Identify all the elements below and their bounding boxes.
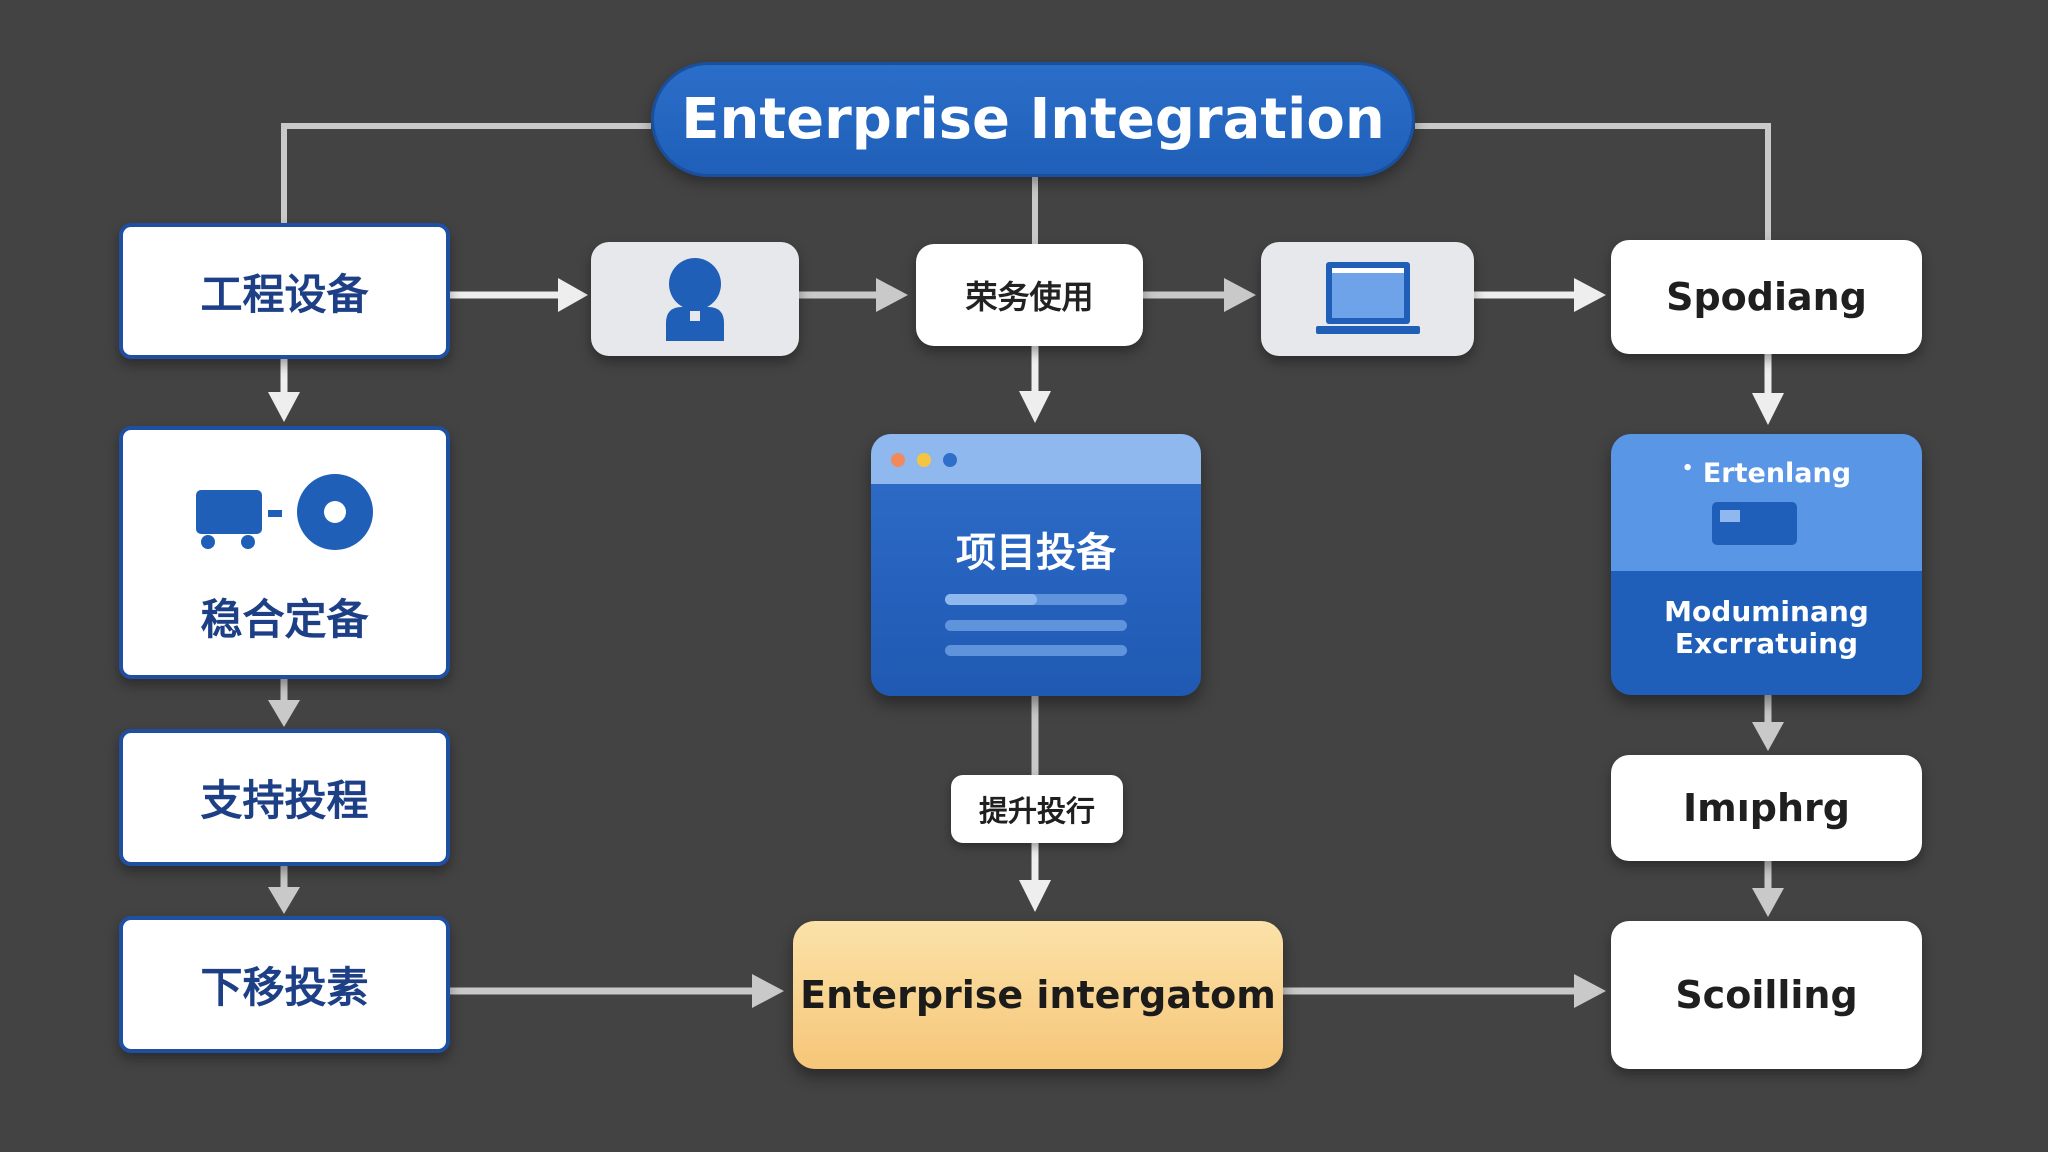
scoilling-node[interactable]: Scoilling bbox=[1611, 921, 1922, 1069]
connector-label-chip[interactable]: 提升投行 bbox=[951, 775, 1123, 843]
module-top-text: Ertenlang bbox=[1702, 458, 1852, 489]
connector-title-left bbox=[281, 123, 651, 223]
imiphrg-label: Imıphrg bbox=[1683, 786, 1850, 830]
service-node[interactable]: 荣务使用 bbox=[916, 244, 1143, 346]
imiphrg-node[interactable]: Imıphrg bbox=[1611, 755, 1922, 861]
browser-window-node[interactable]: 项目投备 bbox=[871, 434, 1201, 696]
title-node[interactable]: Enterprise Integration bbox=[651, 62, 1415, 177]
left-node-2-label: 稳合定备 bbox=[200, 595, 369, 644]
service-label: 荣务使用 bbox=[965, 278, 1094, 316]
left-node-2[interactable]: 稳合定备 bbox=[119, 426, 450, 679]
user-icon bbox=[666, 258, 724, 341]
connector-title-right bbox=[1415, 123, 1771, 240]
module-bottom-label: Moduminang Excrratuing bbox=[1611, 596, 1922, 660]
bullet-icon: • bbox=[1681, 458, 1694, 479]
left-node-4[interactable]: 下移投素 bbox=[119, 916, 450, 1053]
truck-icon bbox=[196, 490, 282, 549]
browser-line-2 bbox=[945, 620, 1127, 631]
final-integration-node[interactable]: Enterprise intergatom bbox=[793, 921, 1283, 1069]
card-icon bbox=[1712, 502, 1797, 545]
left-node-1[interactable]: 工程设备 bbox=[119, 223, 450, 359]
module-top-label: • Ertenlang bbox=[1611, 458, 1922, 489]
module-bottom-line-1: Moduminang bbox=[1664, 595, 1869, 628]
module-node[interactable]: • Ertenlang Moduminang Excrratuing bbox=[1611, 434, 1922, 695]
user-node[interactable] bbox=[591, 242, 799, 356]
laptop-node[interactable] bbox=[1261, 242, 1474, 356]
browser-line-1-progress bbox=[945, 594, 1037, 605]
disc-icon bbox=[297, 474, 373, 550]
browser-window-title: 项目投备 bbox=[956, 530, 1116, 576]
spodiang-label: Spodiang bbox=[1666, 275, 1867, 319]
module-bottom-line-2: Excrratuing bbox=[1674, 627, 1859, 660]
browser-line-3 bbox=[945, 645, 1127, 656]
spodiang-node[interactable]: Spodiang bbox=[1611, 240, 1922, 354]
laptop-icon bbox=[1315, 262, 1420, 334]
browser-window-icon bbox=[871, 434, 1201, 484]
scoilling-label: Scoilling bbox=[1675, 973, 1858, 1017]
left-node-3[interactable]: 支持投程 bbox=[119, 729, 450, 866]
